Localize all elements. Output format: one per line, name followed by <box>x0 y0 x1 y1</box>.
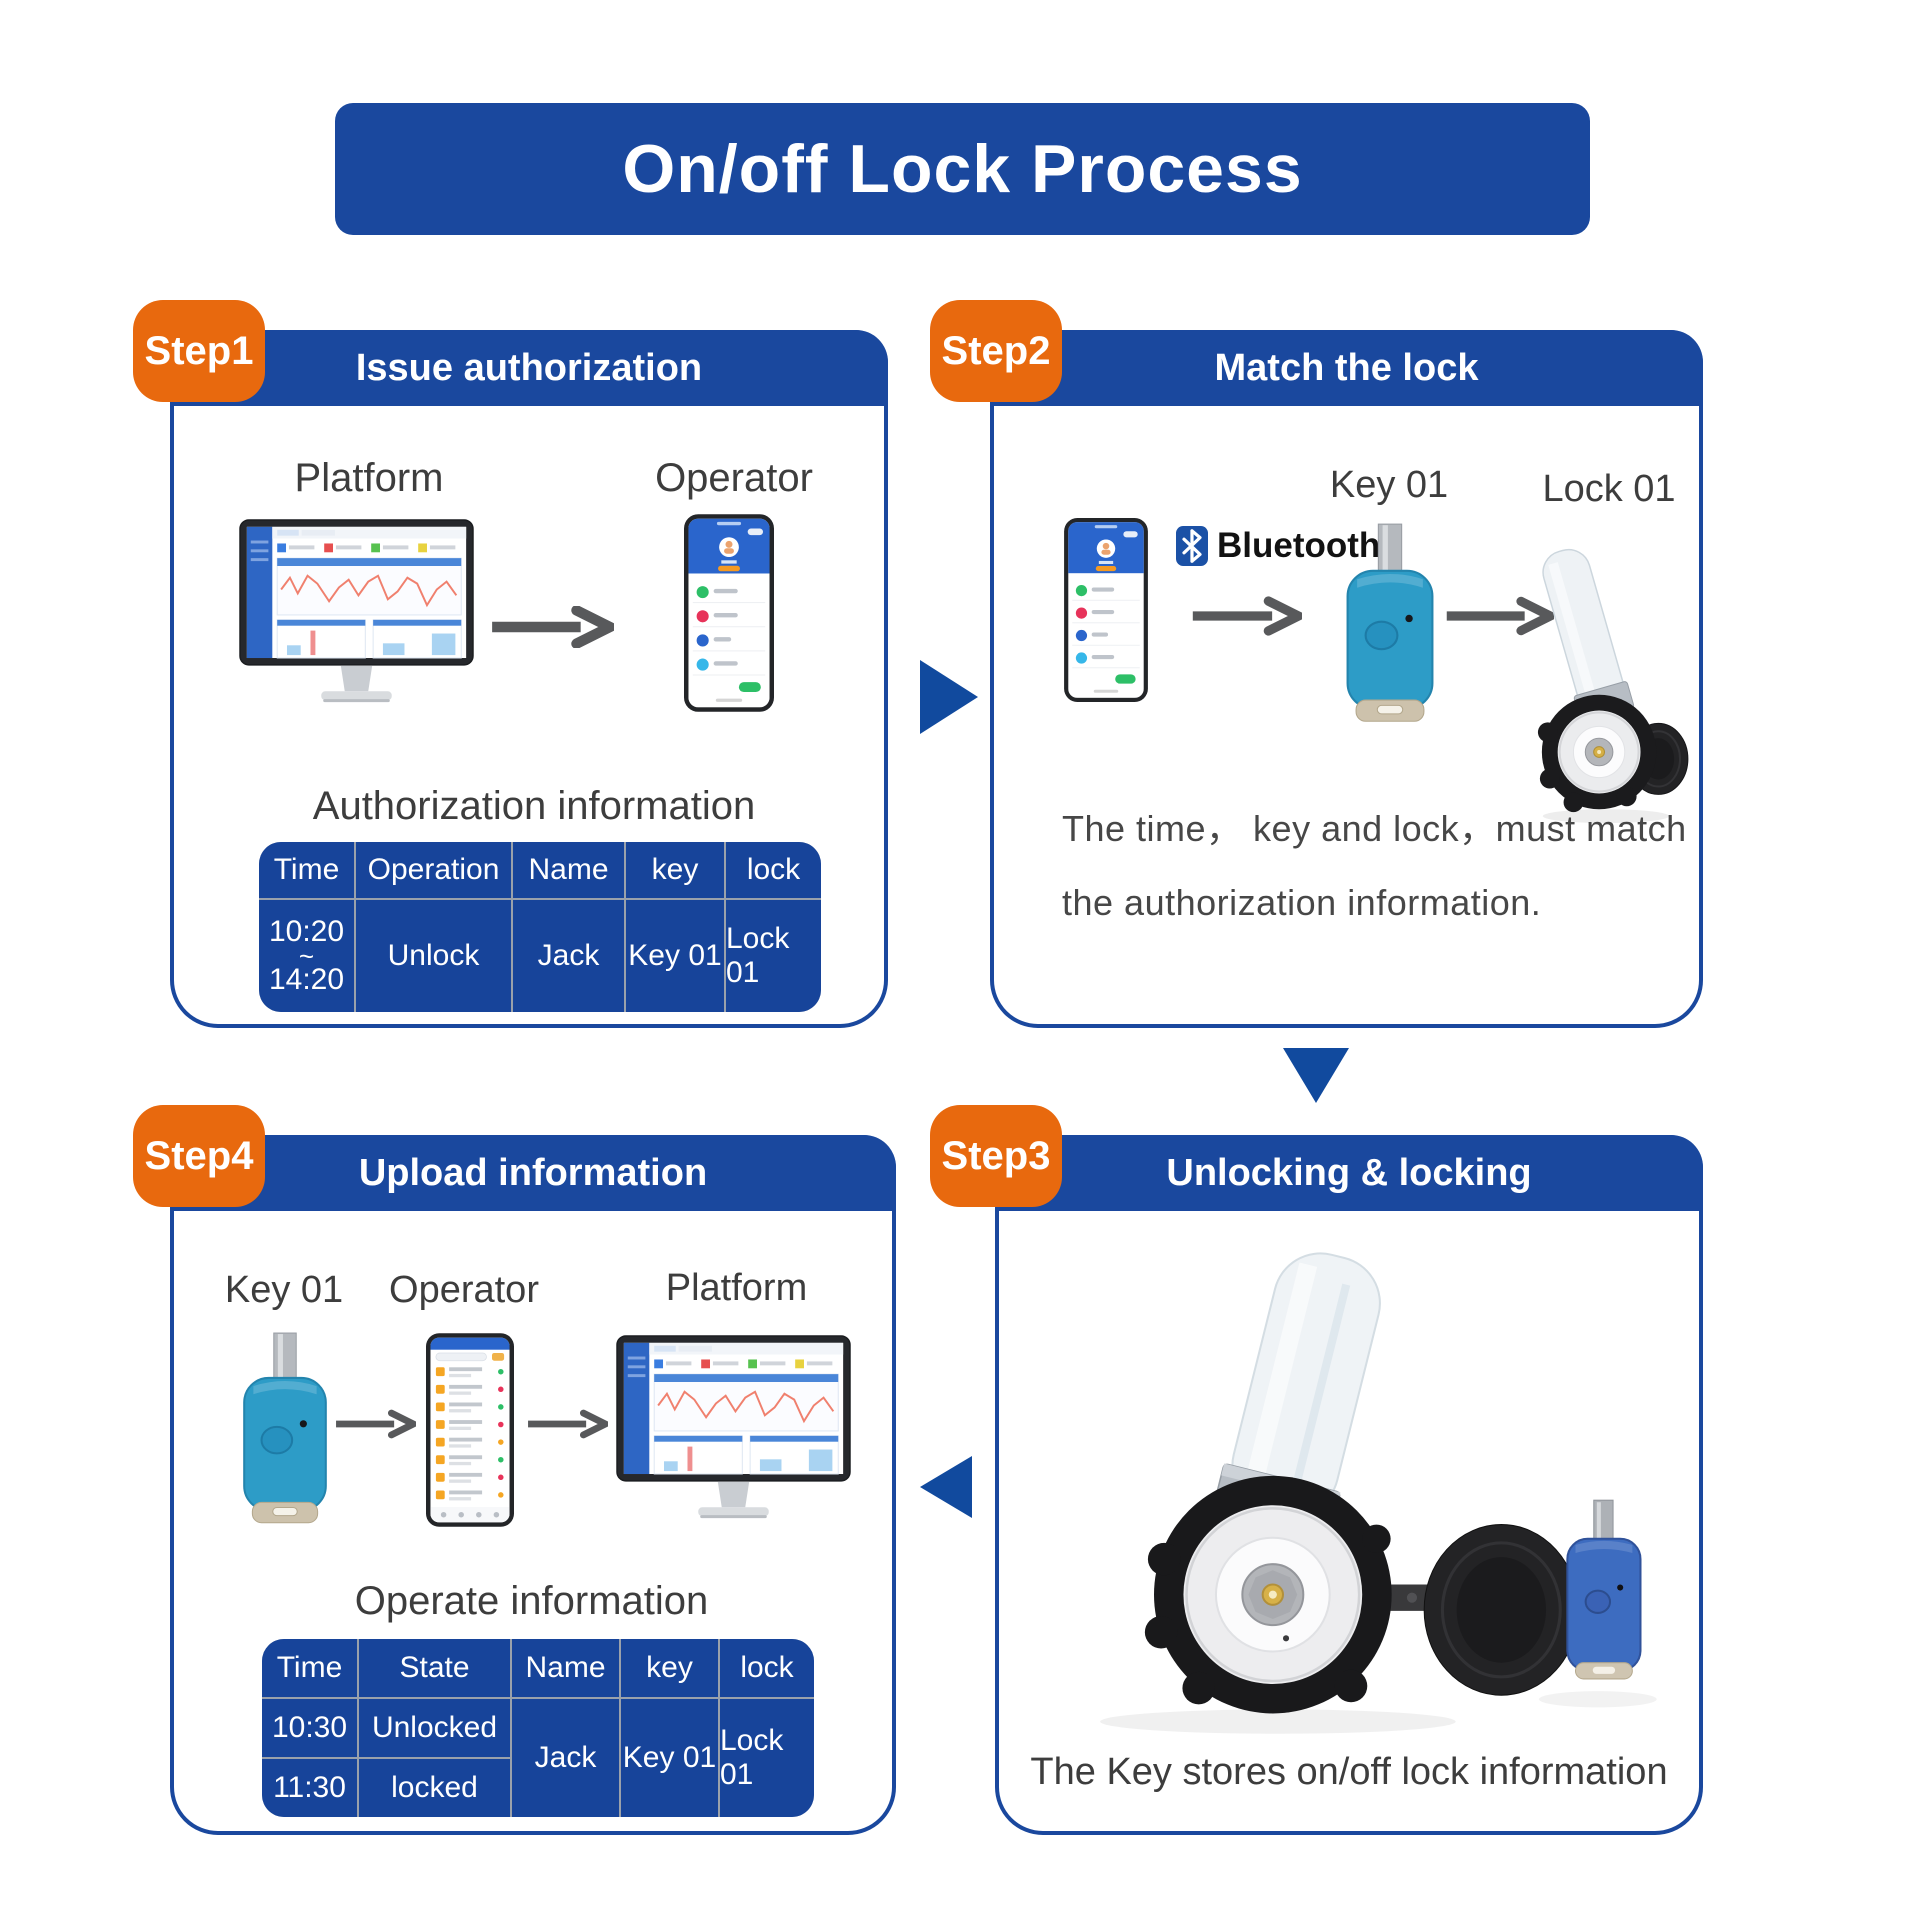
auth-table-header-key: key <box>626 842 724 898</box>
op-table-cell-state2: locked <box>359 1759 510 1817</box>
bluetooth-badge: Bluetooth <box>1176 526 1380 566</box>
bluetooth-label: Bluetooth <box>1217 526 1381 565</box>
op-table-cell-state1: Unlocked <box>359 1699 510 1757</box>
key-fob-graphic <box>1342 522 1438 734</box>
auth-time-start: 10:20 <box>268 914 345 948</box>
title-banner: On/off Lock Process <box>335 103 1590 235</box>
step1-badge-label: Step1 <box>144 328 254 373</box>
match-note-line2: the authorization information. <box>1062 882 1542 923</box>
step3-header: Unlocking & locking <box>995 1135 1703 1211</box>
step2-badge-label: Step2 <box>941 328 1051 373</box>
step2-header: Match the lock <box>990 330 1703 406</box>
step3-badge: Step3 <box>930 1105 1062 1207</box>
match-note-line1: The time， key and lock，must match <box>1062 808 1687 849</box>
key-label: Key 01 <box>1329 464 1449 506</box>
auth-table-cell-operation: Unlock <box>356 900 511 1012</box>
op-table-header-time: Time <box>262 1639 357 1697</box>
platform-label: Platform <box>294 456 444 500</box>
operator-label: Operator <box>389 1269 539 1311</box>
step1-badge: Step1 <box>133 300 265 402</box>
auth-time-separator: ~ <box>298 940 315 971</box>
op-table-cell-lock: Lock 01 <box>720 1699 814 1817</box>
step1-header: Issue authorization <box>170 330 888 406</box>
key-label: Key 01 <box>224 1269 344 1311</box>
transfer-arrow-icon <box>489 606 614 648</box>
transfer-arrow-icon <box>1190 596 1302 636</box>
step4-badge: Step4 <box>133 1105 265 1207</box>
step3-panel: Unlocking & locking The Key stores on/of… <box>995 1135 1703 1835</box>
lock-label: Lock 01 <box>1542 468 1676 510</box>
auth-table-header-name: Name <box>513 842 624 898</box>
authorization-table: Time Operation Name key lock 10:20 ~ 14:… <box>259 842 821 1012</box>
step2-header-label: Match the lock <box>1214 346 1479 389</box>
records-phone-graphic <box>426 1333 514 1527</box>
op-table-cell-time2: 11:30 <box>262 1759 357 1817</box>
step1-panel: Issue authorization Platform Operator Au… <box>170 330 888 1028</box>
auth-table-header-time: Time <box>259 842 354 898</box>
auth-table-header-lock: lock <box>726 842 821 898</box>
step2-badge: Step2 <box>930 300 1062 402</box>
step1-header-label: Issue authorization <box>355 346 703 389</box>
auth-table-cell-name: Jack <box>513 900 624 1012</box>
step4-header: Upload information <box>170 1135 896 1211</box>
key-fob-graphic <box>239 1331 331 1535</box>
operate-info-title: Operate information <box>354 1579 709 1623</box>
step3-header-label: Unlocking & locking <box>1166 1151 1532 1194</box>
transfer-arrow-icon <box>334 1407 416 1441</box>
bluetooth-icon <box>1176 526 1208 566</box>
step3-caption: The Key stores on/off lock information <box>1030 1751 1668 1793</box>
op-table-cell-time1: 10:30 <box>262 1699 357 1757</box>
platform-monitor-graphic <box>616 1335 851 1521</box>
op-table-cell-key: Key 01 <box>621 1699 718 1817</box>
op-table-header-lock: lock <box>720 1639 814 1697</box>
auth-table-cell-time: 10:20 ~ 14:20 <box>259 900 354 1012</box>
authorization-info-title: Authorization information <box>312 784 756 828</box>
step4-header-label: Upload information <box>358 1151 708 1194</box>
auth-table-cell-key: Key 01 <box>626 900 724 1012</box>
flow-arrow-right-icon <box>920 660 978 734</box>
op-table-header-name: Name <box>512 1639 619 1697</box>
step3-badge-label: Step3 <box>941 1133 1051 1178</box>
op-table-header-key: key <box>621 1639 718 1697</box>
operator-label: Operator <box>655 456 813 500</box>
step4-panel: Upload information Key 01 Operator Platf… <box>170 1135 896 1835</box>
operator-phone-graphic <box>684 514 774 712</box>
transfer-arrow-icon <box>526 1407 608 1441</box>
unlocking-photo-graphic <box>1024 1234 1674 1742</box>
auth-table-header-operation: Operation <box>356 842 511 898</box>
lock-graphic <box>1522 530 1690 826</box>
auth-time-end: 14:20 <box>268 963 345 997</box>
platform-label: Platform <box>665 1267 808 1309</box>
operator-phone-graphic <box>1064 518 1148 702</box>
platform-monitor-graphic <box>239 519 474 705</box>
step2-panel: Match the lock Bluetooth Key 01 Lock 01 … <box>990 330 1703 1028</box>
op-table-cell-name: Jack <box>512 1699 619 1817</box>
operate-table: Time State Name key lock 10:30 Unlocked … <box>262 1639 814 1817</box>
step4-badge-label: Step4 <box>144 1133 254 1178</box>
auth-table-cell-lock: Lock 01 <box>726 900 821 1012</box>
flow-arrow-left-icon <box>920 1456 972 1518</box>
page-title: On/off Lock Process <box>622 131 1303 207</box>
op-table-header-state: State <box>359 1639 510 1697</box>
flow-arrow-down-icon <box>1283 1048 1349 1103</box>
